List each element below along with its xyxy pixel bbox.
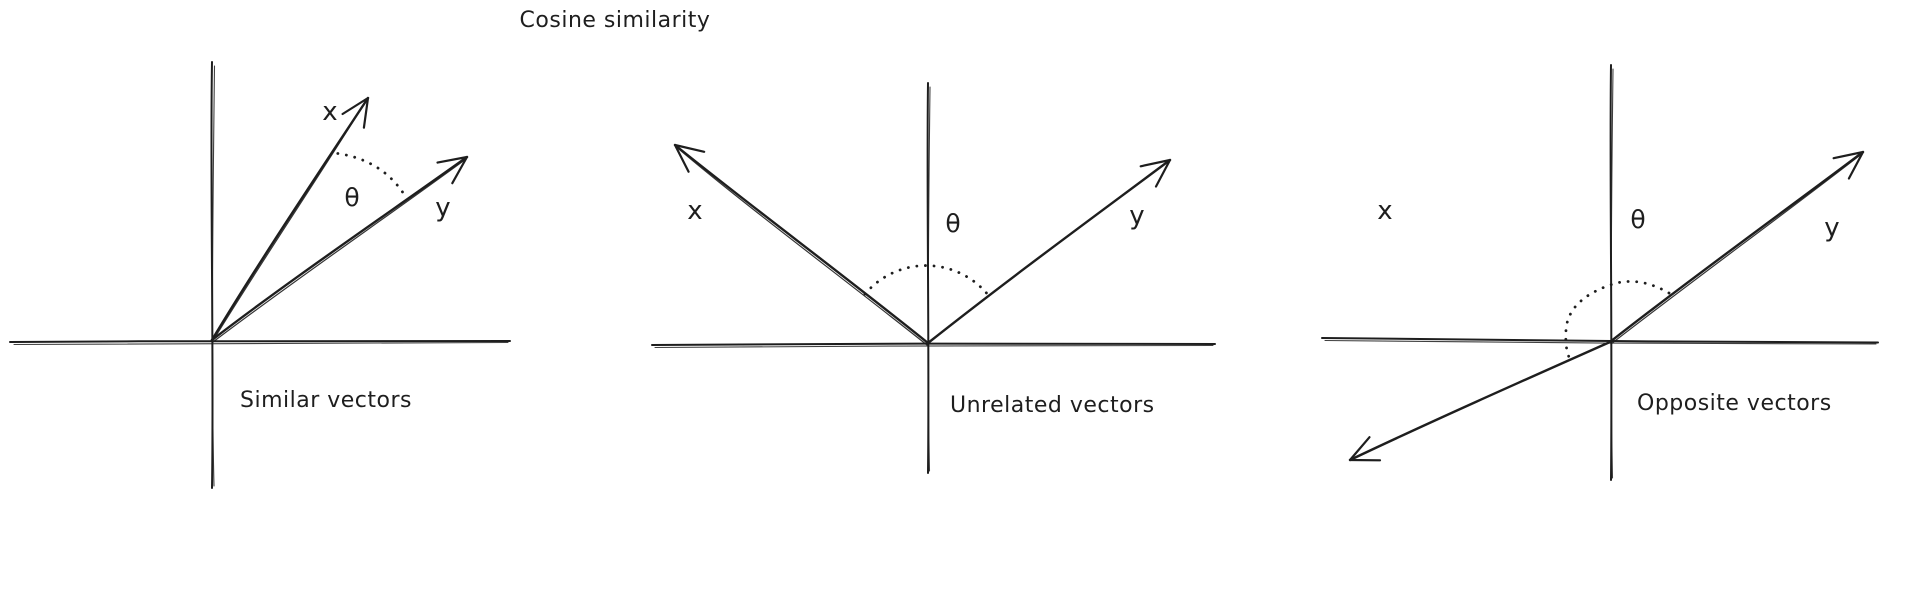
vector-x-label: x — [687, 196, 702, 226]
x-axis-line-echo — [13, 341, 509, 346]
angle-arc — [1564, 280, 1671, 359]
diagram-title: Cosine similarity — [520, 8, 711, 33]
vector-y-arrowhead — [1139, 158, 1172, 188]
vector-x — [673, 143, 930, 345]
x-axis-line-echo — [1324, 339, 1877, 345]
vector-y-label: y — [1824, 213, 1839, 243]
y-axis-line-echo — [211, 65, 216, 487]
vector-y-echo — [1610, 153, 1863, 345]
panel-similar-vectors: x y θ Similar vectors — [9, 61, 511, 489]
angle-theta-label: θ — [945, 209, 960, 238]
panel-unrelated-vectors: x y θ Unrelated vectors — [651, 82, 1216, 474]
y-axis-line-echo — [1610, 68, 1614, 479]
vector-y-echo — [212, 158, 467, 343]
vector-x-label: x — [1377, 196, 1392, 226]
x-axis-line — [9, 340, 511, 343]
y-axis-line-echo — [927, 86, 931, 472]
angle-arc — [336, 152, 406, 197]
vector-x-echo — [676, 146, 928, 346]
vector-y — [1608, 150, 1865, 344]
panel-opposite-vectors: x y θ Opposite vectors — [1321, 64, 1879, 481]
x-axis-line — [1321, 337, 1879, 344]
vector-y-label: y — [435, 193, 450, 223]
panel-caption: Unrelated vectors — [950, 393, 1155, 418]
vector-x-opposite — [1348, 340, 1612, 462]
vector-y-label: y — [1129, 201, 1144, 231]
vector-y-arrowhead — [1832, 150, 1865, 180]
angle-theta-label: θ — [344, 183, 359, 212]
vector-x-arrowhead — [341, 96, 370, 129]
panel-caption: Similar vectors — [240, 388, 412, 413]
vector-x-arrowhead — [673, 143, 706, 173]
vector-y — [926, 158, 1172, 345]
angle-theta-label: θ — [1630, 205, 1645, 234]
panel-caption: Opposite vectors — [1637, 391, 1832, 416]
vector-x-echo — [213, 99, 368, 340]
vector-x-label: x — [322, 97, 337, 127]
x-axis-line — [651, 342, 1216, 346]
vector-x-opposite-arrowhead — [1348, 436, 1382, 462]
x-axis-line-echo — [654, 344, 1214, 349]
vector-y — [210, 155, 469, 342]
vector-y-arrowhead — [436, 155, 469, 185]
